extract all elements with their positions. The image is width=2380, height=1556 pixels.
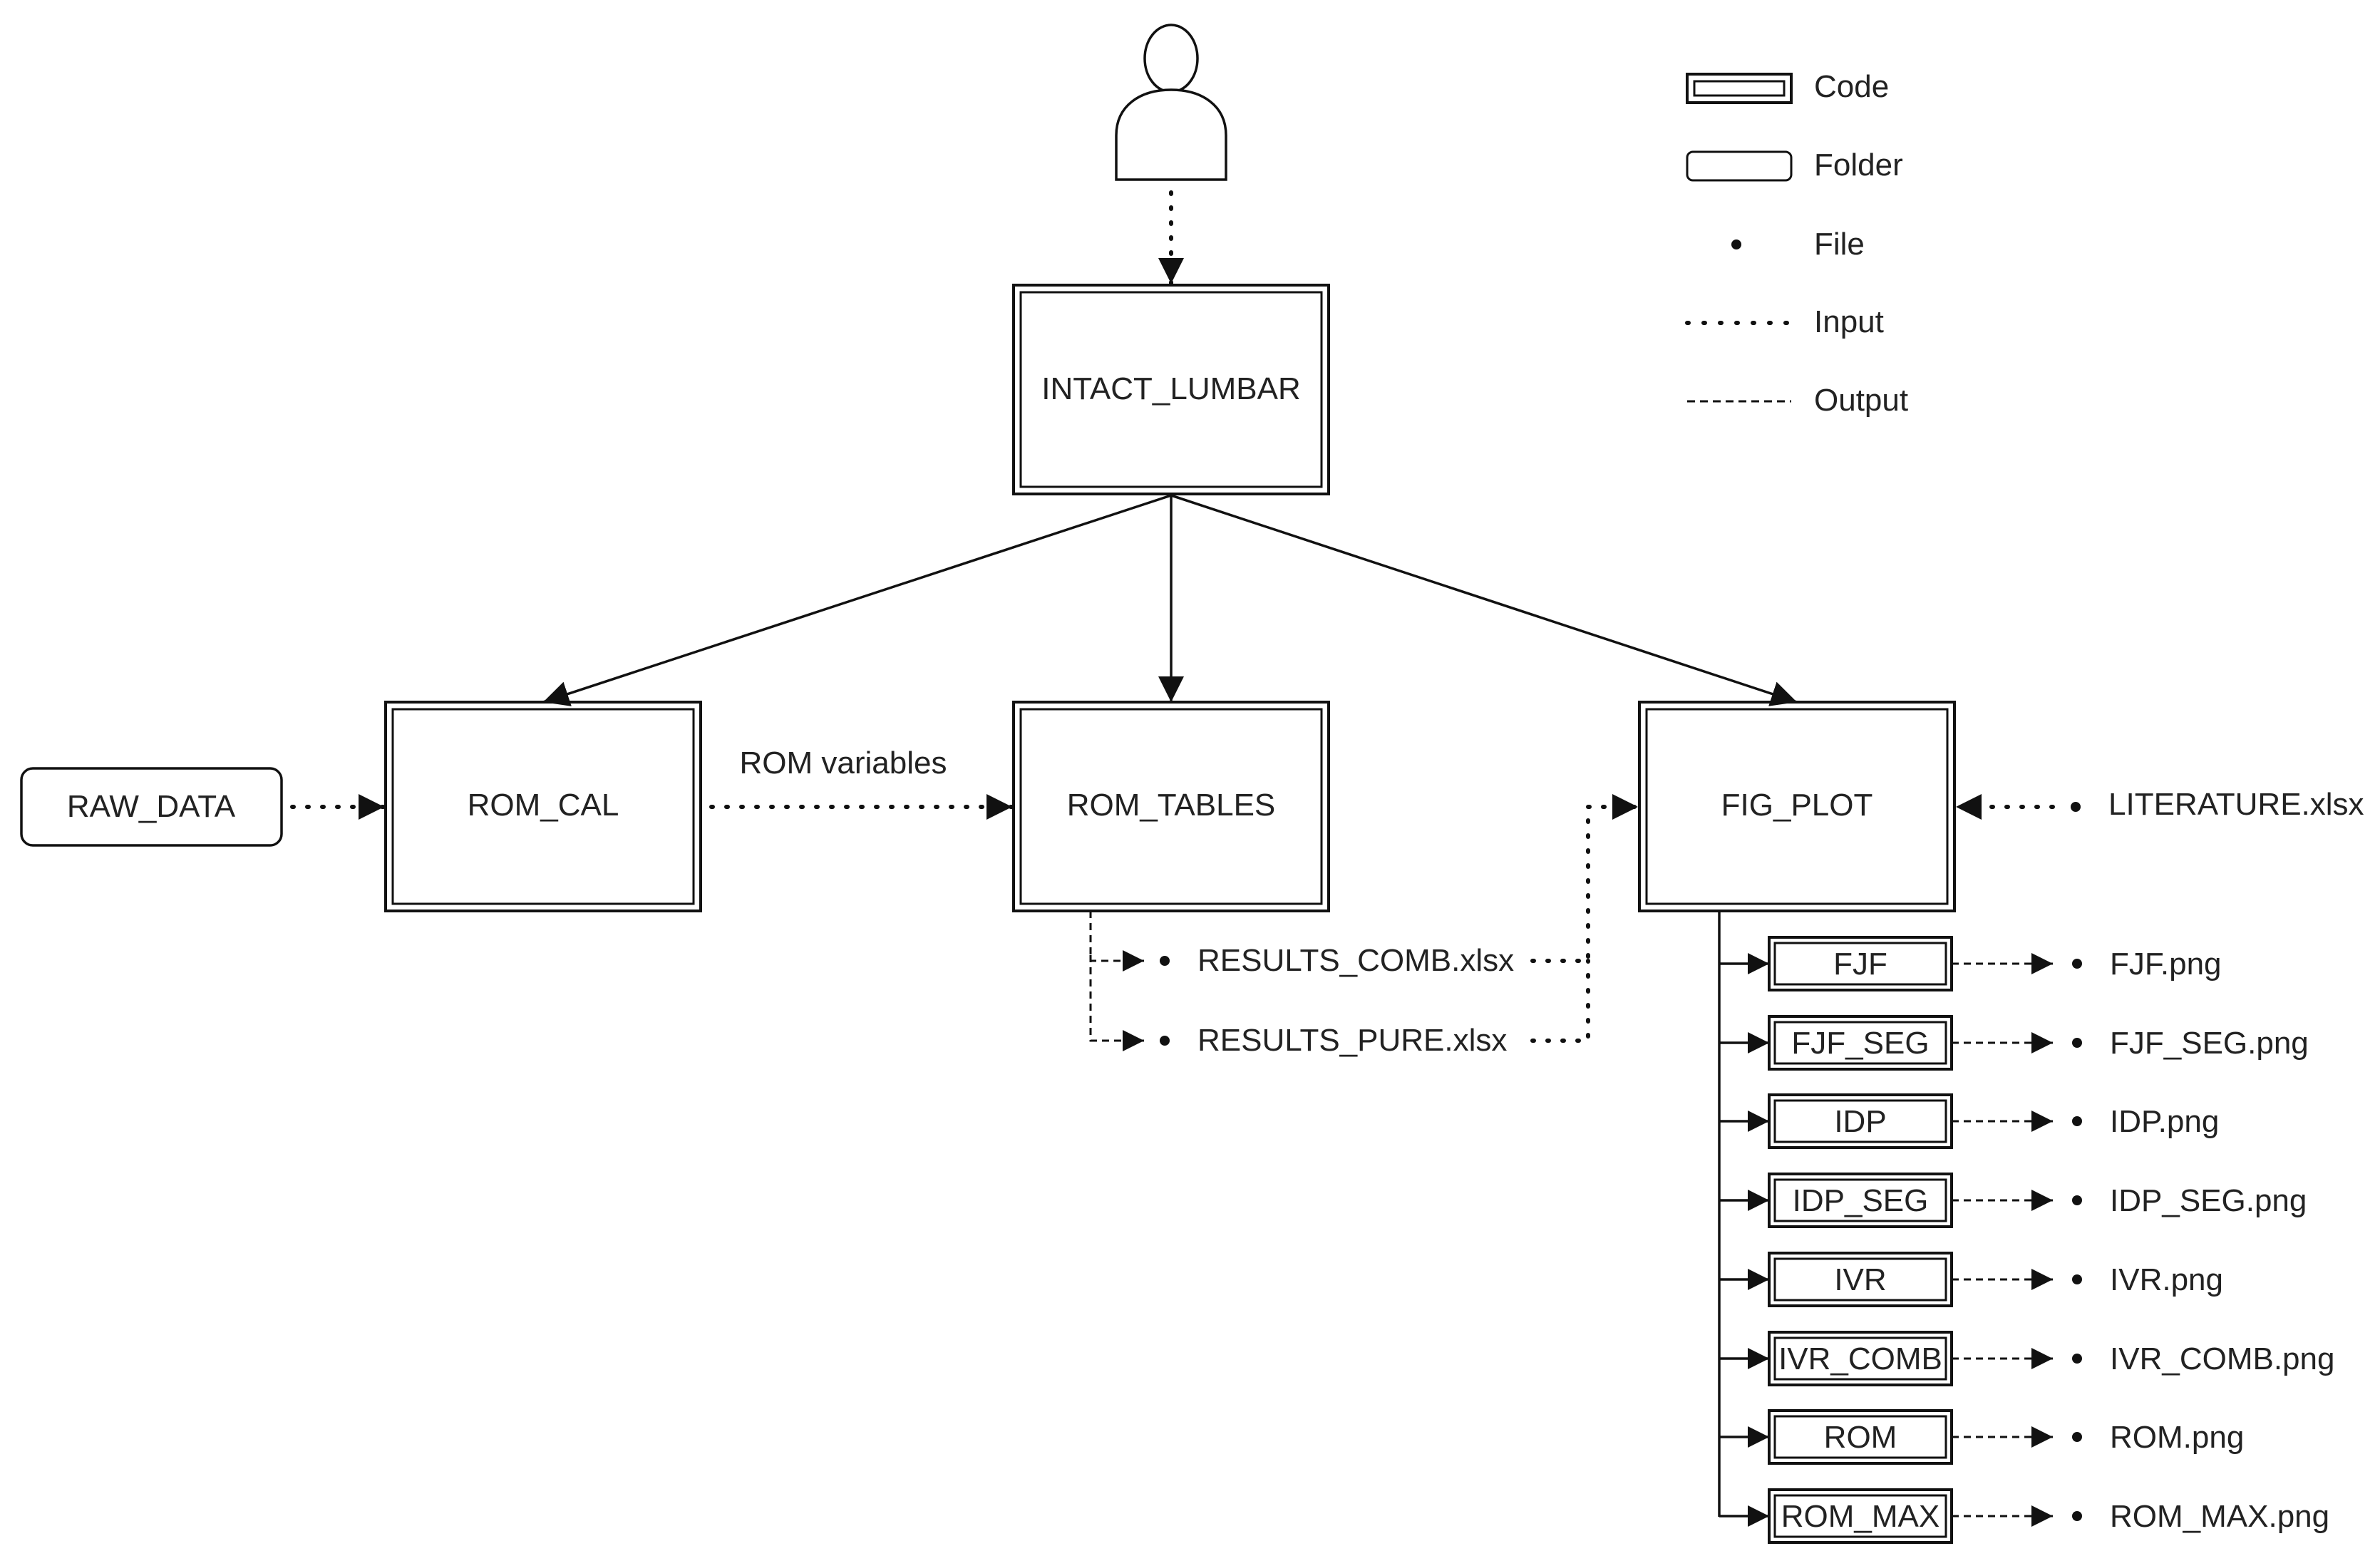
- arrow-intact-to-fig-plot: [1170, 494, 1798, 706]
- module-box[interactable]: IDP: [1768, 1093, 1953, 1149]
- module-label: FJF_SEG: [1791, 1026, 1929, 1061]
- module-box[interactable]: IDP_SEG: [1768, 1173, 1953, 1228]
- module-output-file-label: IDP.png: [2110, 1104, 2219, 1139]
- output-line-results-comb: [1089, 911, 1144, 972]
- module-row: FJF_SEG FJF_SEG.png: [1719, 1015, 2309, 1071]
- module-output-file-dot: [2072, 1511, 2082, 1521]
- module-output-file-dot: [2072, 1432, 2082, 1442]
- legend-output-label: Output: [1814, 383, 1908, 418]
- module-output-file-dot: [2072, 1354, 2082, 1364]
- arrow-intact-to-rom-cal: [542, 494, 1172, 706]
- rom-cal-label: ROM_CAL: [468, 788, 619, 823]
- module-box[interactable]: ROM_MAX: [1768, 1488, 1953, 1544]
- module-label: FJF: [1833, 947, 1887, 981]
- legend-folder-swatch: [1686, 150, 1793, 182]
- module-label: IVR_COMB: [1778, 1341, 1942, 1376]
- input-line-results-comb-to-fig-plot: [1530, 794, 1640, 963]
- rom-cal-box[interactable]: ROM_CAL: [384, 701, 702, 912]
- module-output-file-label: FJF_SEG.png: [2110, 1026, 2309, 1061]
- module-row: ROM ROM.png: [1719, 1409, 2244, 1465]
- raw-data-label: RAW_DATA: [67, 789, 236, 824]
- legend-code-swatch: [1686, 73, 1793, 104]
- user-icon: [1115, 24, 1227, 181]
- rom-variables-label: ROM variables: [740, 746, 947, 780]
- module-box[interactable]: FJF_SEG: [1768, 1015, 1953, 1071]
- module-output-file-label: ROM_MAX.png: [2110, 1499, 2329, 1534]
- results-comb-label: RESULTS_COMB.xlsx: [1197, 943, 1514, 978]
- literature-file-label: LITERATURE.xlsx: [2108, 787, 2364, 822]
- output-line-results-pure: [1089, 955, 1144, 1051]
- results-pure-label: RESULTS_PURE.xlsx: [1197, 1023, 1507, 1058]
- legend-input-label: Input: [1814, 304, 1884, 339]
- module-output-file-dot: [2072, 1274, 2082, 1284]
- module-box[interactable]: IVR: [1768, 1252, 1953, 1307]
- fig-plot-label: FIG_PLOT: [1721, 788, 1873, 823]
- module-row: IDP_SEG IDP_SEG.png: [1719, 1173, 2307, 1228]
- module-output-file-label: IDP_SEG.png: [2110, 1183, 2307, 1218]
- module-box[interactable]: IVR_COMB: [1768, 1331, 1953, 1386]
- module-label: IDP_SEG: [1793, 1183, 1929, 1218]
- module-row: ROM_MAX ROM_MAX.png: [1719, 1488, 2329, 1544]
- rom-tables-label: ROM_TABLES: [1067, 788, 1276, 823]
- legend-code-label: Code: [1814, 69, 1889, 104]
- rom-tables-box[interactable]: ROM_TABLES: [1012, 701, 1330, 912]
- module-label: ROM: [1824, 1420, 1897, 1455]
- module-output-file-label: IVR_COMB.png: [2110, 1341, 2334, 1376]
- legend: Code Folder File Input Output: [1685, 69, 1908, 418]
- results-comb-file-dot: [1160, 956, 1170, 966]
- module-row: IDP IDP.png: [1719, 1093, 2219, 1149]
- module-label: IVR: [1834, 1262, 1886, 1297]
- input-line-results-pure-to-fig-plot: [1530, 959, 1590, 1043]
- module-output-file-label: ROM.png: [2110, 1420, 2244, 1455]
- module-output-file-dot: [2072, 1038, 2082, 1048]
- module-box[interactable]: FJF: [1768, 936, 1953, 991]
- module-row: FJF FJF.png: [1719, 936, 2222, 991]
- module-row: IVR_COMB IVR_COMB.png: [1719, 1331, 2334, 1386]
- module-box[interactable]: ROM: [1768, 1409, 1953, 1465]
- module-row: IVR IVR.png: [1719, 1252, 2223, 1307]
- legend-folder-label: Folder: [1814, 148, 1903, 182]
- literature-file-dot: [2071, 802, 2081, 812]
- fig-plot-box[interactable]: FIG_PLOT: [1638, 701, 1956, 912]
- raw-data-folder[interactable]: RAW_DATA: [20, 767, 283, 847]
- module-output-file-label: IVR.png: [2110, 1262, 2223, 1297]
- module-output-file-dot: [2072, 1195, 2082, 1205]
- legend-file-dot: [1731, 239, 1741, 249]
- legend-file-label: File: [1814, 227, 1865, 262]
- results-pure-file-dot: [1160, 1036, 1170, 1046]
- intact-lumbar-label: INTACT_LUMBAR: [1041, 371, 1300, 406]
- module-output-file-dot: [2072, 959, 2082, 969]
- module-output-file-label: FJF.png: [2110, 947, 2222, 981]
- module-output-file-dot: [2072, 1116, 2082, 1126]
- intact-lumbar-box[interactable]: INTACT_LUMBAR: [1012, 284, 1330, 495]
- module-label: ROM_MAX: [1781, 1499, 1939, 1534]
- module-label: IDP: [1834, 1104, 1886, 1139]
